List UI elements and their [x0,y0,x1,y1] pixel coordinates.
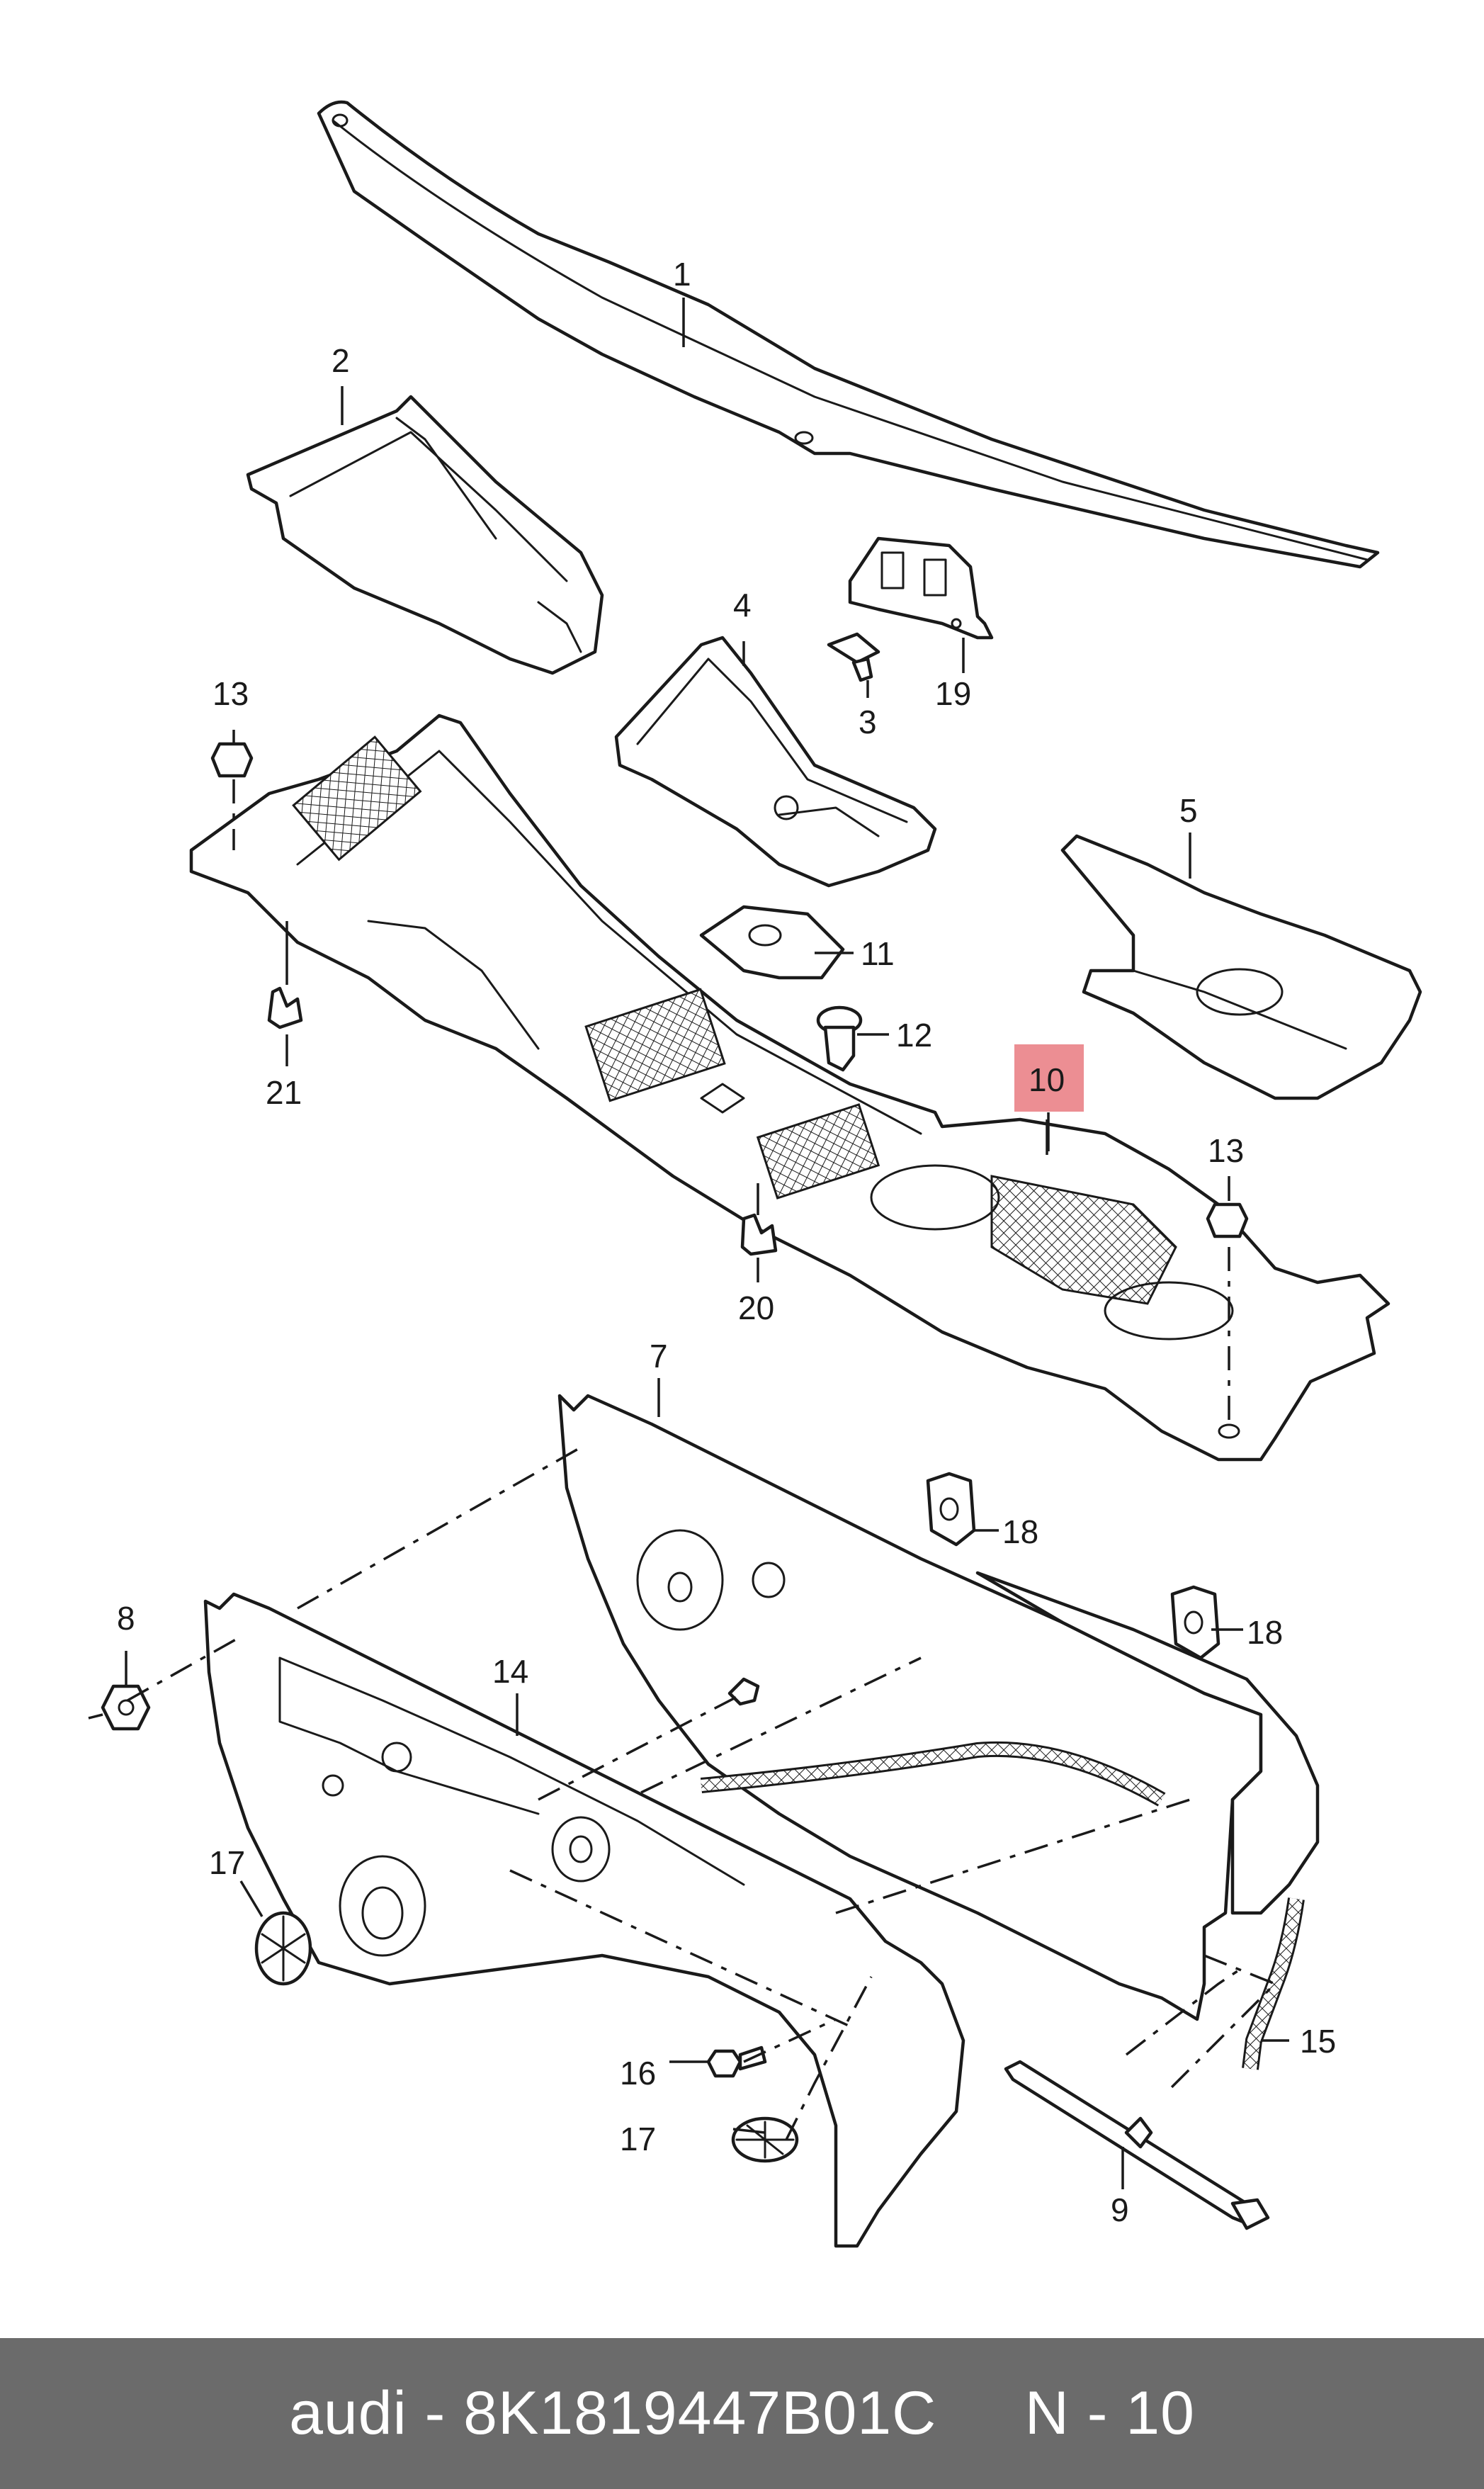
callout-labels: 1 2 4 19 3 13 5 11 12 21 10 13 20 7 18 8… [117,256,1336,2228]
footer-bar: audi - 8K1819447B01C N - 10 [0,2338,1484,2489]
callout-4[interactable]: 4 [733,587,752,623]
part-21-clip[interactable] [267,986,303,1029]
callout-3[interactable]: 3 [859,704,877,740]
callout-13b[interactable]: 13 [1208,1132,1244,1169]
part-9-cable-tie[interactable] [1004,2060,1270,2230]
part-18-clip-upper[interactable] [926,1472,976,1547]
callout-13a[interactable]: 13 [213,675,249,712]
callout-16[interactable]: 16 [620,2055,656,2092]
parts-diagram: 1 2 4 19 3 13 5 11 12 21 10 13 20 7 18 8… [88,100,1422,2248]
part-1-seal-strip[interactable] [317,100,1380,569]
part-12-rivet[interactable] [816,1005,863,1072]
part-17-clip-upper[interactable] [254,1911,312,1986]
callout-18b[interactable]: 18 [1247,1614,1283,1651]
callout-20[interactable]: 20 [738,1289,774,1326]
callout-1[interactable]: 1 [673,256,691,293]
callout-17b[interactable]: 17 [620,2121,656,2157]
part-10-plenum-cover[interactable] [189,713,1390,1462]
callout-10-highlight [1014,1044,1084,1112]
part-16-bolt-upper [727,1677,760,1706]
part-16-bolt[interactable] [706,2045,767,2078]
callout-7[interactable]: 7 [650,1338,668,1375]
callout-8[interactable]: 8 [117,1600,135,1637]
part-number-caption: audi - 8K1819447B01C N - 10 [289,2379,1195,2447]
part-4-center-tray[interactable] [614,636,937,888]
part-19-bracket[interactable] [848,536,994,640]
callout-14[interactable]: 14 [492,1653,528,1690]
callout-10[interactable]: 10 [1029,1061,1065,1098]
part-2-deflector[interactable] [246,395,604,675]
part-18-clip-lower[interactable] [1170,1585,1220,1660]
part-20-clip[interactable] [740,1213,778,1256]
callout-21[interactable]: 21 [266,1074,302,1111]
part-15-foam-strip[interactable] [1242,1897,1305,2070]
callout-5[interactable]: 5 [1179,792,1198,829]
callout-12[interactable]: 12 [896,1017,932,1054]
callout-9[interactable]: 9 [1111,2191,1129,2228]
callout-11[interactable]: 11 [861,935,895,972]
part-14-lower-insulation[interactable] [203,1592,965,2248]
part-7-insulation[interactable] [557,1394,1263,2021]
assembly-lines [127,779,1278,2140]
callout-19[interactable]: 19 [935,675,971,712]
callout-17a[interactable]: 17 [209,1844,245,1881]
callout-2[interactable]: 2 [332,342,350,379]
part-17-clip-lower[interactable] [731,2116,799,2163]
callout-18a[interactable]: 18 [1002,1513,1038,1550]
callout-15[interactable]: 15 [1300,2023,1336,2060]
part-11-pad[interactable] [699,905,845,980]
part-8-nut[interactable] [88,1684,151,1731]
part-3-clip[interactable] [827,632,880,682]
leader-lines [125,298,1289,2189]
part-5-right-tray[interactable] [1060,834,1422,1100]
part-13-clip-right[interactable] [1206,1202,1249,1238]
part-7-side-panel [975,1571,1320,1915]
part-13-clip-left[interactable] [210,742,254,778]
